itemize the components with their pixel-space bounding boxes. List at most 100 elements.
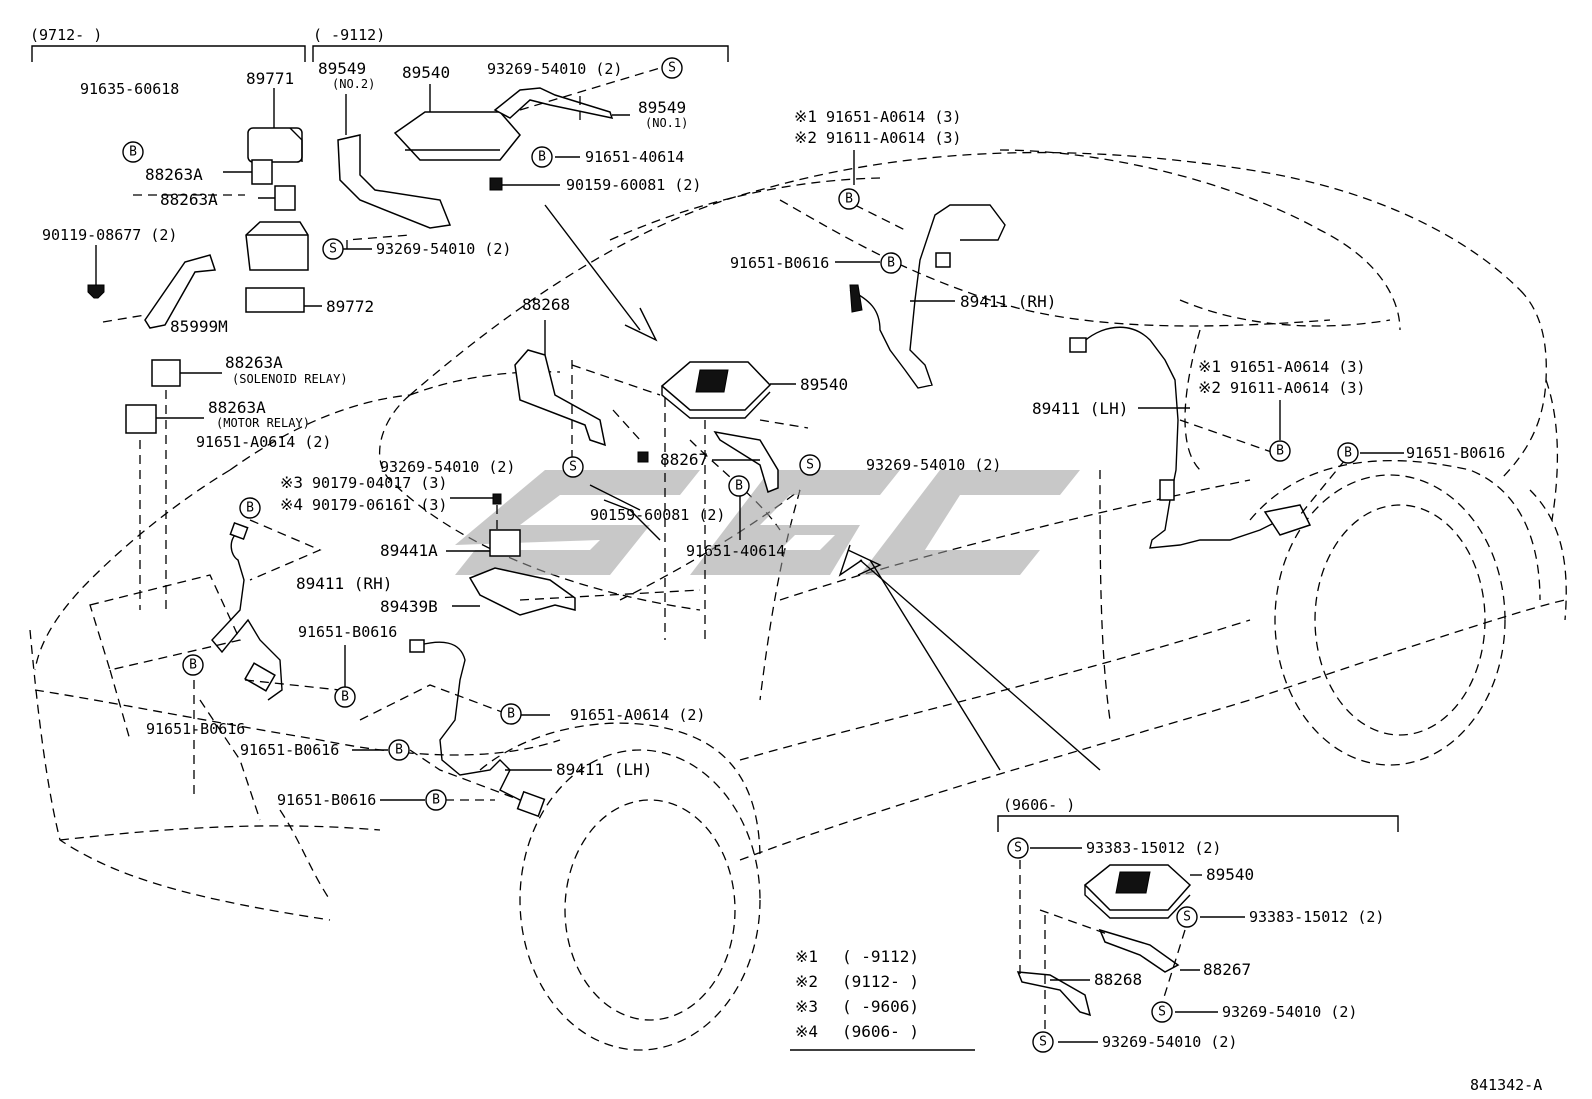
part-label: 90179-04017 (3) <box>312 474 447 492</box>
screw-symbol-s: S <box>661 57 683 79</box>
svg-text:S: S <box>329 242 337 257</box>
part-label: 91651-B0616 <box>146 720 245 738</box>
part-label: 91651-B0616 <box>298 623 397 641</box>
variant-mark: ※2 <box>794 128 817 147</box>
part-label: 93269-54010 (2) <box>380 458 515 476</box>
part-label: 93269-54010 (2) <box>1222 1003 1357 1021</box>
relay-88263a-2 <box>274 185 296 211</box>
variant-mark: ※1 <box>794 107 817 126</box>
part-label: 88263A <box>225 353 283 372</box>
part-label: 91651-A0614 (3) <box>826 108 961 126</box>
part-label: 93269-54010 (2) <box>487 60 622 78</box>
bracket-88267-bottom <box>1098 928 1180 973</box>
screw-symbol-s: S <box>322 238 344 260</box>
motor-relay <box>125 404 157 434</box>
variant-mark: ※2 <box>1198 378 1221 397</box>
part-label: 91651-B0616 <box>1406 444 1505 462</box>
legend-item: ※3 ( -9606) <box>795 997 919 1016</box>
part-label: 91651-40614 <box>686 542 785 560</box>
svg-text:B: B <box>432 793 440 808</box>
part-label: 89540 <box>1206 865 1254 884</box>
group-bracket-bottom: (9606- ) <box>997 796 1399 1045</box>
part-label: 91651-40614 <box>585 148 684 166</box>
bolt-symbol-b: B <box>334 686 356 708</box>
svg-text:B: B <box>1344 446 1352 461</box>
group-bracket-mid: ( -9112) <box>312 26 729 62</box>
part-label: 89771 <box>246 69 294 88</box>
wheel-speed-sensor-rh-rear <box>849 204 1006 389</box>
part-note: (MOTOR RELAY) <box>216 416 310 430</box>
bolt-symbol-b: B <box>239 497 261 519</box>
svg-text:B: B <box>395 743 403 758</box>
nut-90179 <box>492 493 502 505</box>
svg-text:B: B <box>887 256 895 271</box>
bolt-symbol-b: B <box>388 739 410 761</box>
part-label: 89411 (RH) <box>960 292 1056 311</box>
screw-symbol-s: S <box>1151 1001 1173 1023</box>
svg-text:B: B <box>189 658 197 673</box>
part-label: 89549 <box>638 98 686 117</box>
part-label: 90119-08677 (2) <box>42 226 177 244</box>
svg-text:B: B <box>507 707 515 722</box>
group-label-bottom: (9606- ) <box>1003 796 1075 814</box>
rear-sensors <box>835 150 1404 549</box>
bracket-88267 <box>713 430 779 494</box>
part-label: 91635-60618 <box>80 80 179 98</box>
svg-text:B: B <box>341 690 349 705</box>
relay-block <box>245 221 309 271</box>
group-bracket-left: (9712- ) <box>30 26 306 62</box>
svg-text:S: S <box>569 460 577 475</box>
svg-text:S: S <box>806 458 814 473</box>
relay-assembly <box>87 88 322 610</box>
wheel-speed-sensor-rh-front <box>211 531 283 701</box>
group-label-mid: ( -9112) <box>313 26 385 44</box>
ecu-89540-top <box>393 111 521 161</box>
part-label: 91611-A0614 (3) <box>1230 379 1365 397</box>
svg-text:S: S <box>1158 1005 1166 1020</box>
bracket-88268-bottom <box>1016 971 1092 1017</box>
bracket-85999m <box>144 254 217 329</box>
bolt-symbol-b: B <box>728 475 750 497</box>
legend: ※1 ( -9112) ※2 (9112- ) ※3 ( -9606) ※4 (… <box>790 947 975 1051</box>
legend-item: ※4 (9606- ) <box>795 1022 919 1041</box>
svg-text:( -9112): ( -9112) <box>842 947 919 966</box>
part-label: 88263A <box>208 398 266 417</box>
bolt-symbol-b: B <box>1269 440 1291 462</box>
relay-base-89772 <box>245 287 305 313</box>
part-note: (NO.2) <box>332 77 375 91</box>
screw-symbol-s: S <box>562 456 584 478</box>
bracket-89549-no1 <box>493 87 614 120</box>
svg-text:※3: ※3 <box>795 997 818 1016</box>
bolt-symbol-b: B <box>500 703 522 725</box>
part-label: 88267 <box>1203 960 1251 979</box>
part-label: 91651-A0614 (3) <box>1230 358 1365 376</box>
group-label-left: (9712- ) <box>30 26 102 44</box>
svg-text:B: B <box>845 192 853 207</box>
bracket-88268 <box>514 349 606 447</box>
part-label: 91651-B0616 <box>277 791 376 809</box>
part-label: 88268 <box>1094 970 1142 989</box>
svg-text:S: S <box>1183 910 1191 925</box>
svg-text:(9606- ): (9606- ) <box>842 1022 919 1041</box>
sensor-89441a <box>489 529 521 557</box>
screw-symbol-s: S <box>1032 1031 1054 1053</box>
part-label: 93269-54010 (2) <box>866 456 1001 474</box>
variant-mark: ※4 <box>280 495 303 514</box>
part-label: 89772 <box>326 297 374 316</box>
solenoid-relay <box>151 359 181 387</box>
part-label: 89441A <box>380 541 438 560</box>
part-label: 90159-60081 (2) <box>566 176 701 194</box>
bolt-symbol-b: B <box>425 789 447 811</box>
callout-arrows <box>838 544 1101 771</box>
part-label: 91651-B0616 <box>240 741 339 759</box>
part-label: 89540 <box>800 375 848 394</box>
bolt-symbol-b: B <box>182 654 204 676</box>
part-label: 91651-B0616 <box>730 254 829 272</box>
wheel-speed-sensor-lh-rear <box>1079 326 1301 549</box>
part-label: 91611-A0614 (3) <box>826 129 961 147</box>
symbol-markers: B B S S S S B B B B B B B B B B B S S S … <box>122 57 1359 1053</box>
ecu-top <box>337 67 661 342</box>
svg-text:S: S <box>1039 1035 1047 1050</box>
part-label: 93269-54010 (2) <box>376 240 511 258</box>
part-label: 89411 (LH) <box>1032 399 1128 418</box>
